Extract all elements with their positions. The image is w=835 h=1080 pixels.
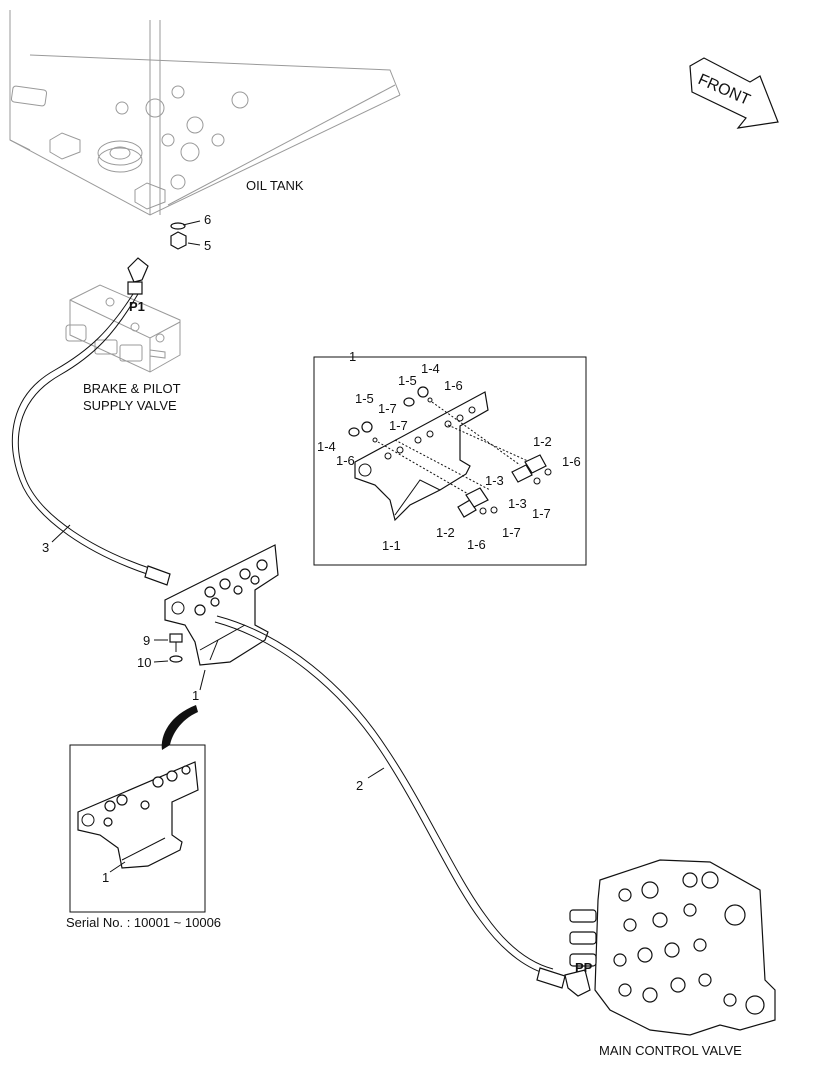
callout-1-6c: 1-6 [562,454,581,469]
callout-1-3b: 1-3 [508,496,527,511]
callout-1-7b: 1-7 [389,418,408,433]
bracket-detail [77,761,199,869]
drain-plug [170,220,201,250]
elbow-fitting-pp [564,969,591,997]
callout-1-3a: 1-3 [485,473,504,488]
callout-1-7d: 1-7 [502,525,521,540]
callout-6: 6 [204,212,211,227]
detail-box-serial [69,744,206,913]
callout-5: 5 [204,238,211,253]
callout-1-4b: 1-4 [317,439,336,454]
callout-1-6d: 1-6 [467,537,486,552]
callout-1-4a: 1-4 [421,361,440,376]
brake-pilot-supply-valve [65,284,181,373]
callout-1-5b: 1-5 [355,391,374,406]
hose-3 [11,293,171,586]
bracket-assembly [164,544,279,666]
callout-1-6a: 1-6 [444,378,463,393]
callout-2: 2 [356,778,363,793]
port-pp-label: PP [575,960,593,975]
main-control-valve-label: MAIN CONTROL VALVE [599,1043,742,1058]
oil-tank [9,10,401,216]
main-control-valve [569,859,776,1036]
exploded-fittings [348,386,552,518]
callout-1-main: 1 [192,688,199,703]
detail-box-exploded [313,356,587,566]
exploded-bracket [354,391,489,522]
elbow-fitting-p1 [127,257,149,295]
oil-tank-label: OIL TANK [246,178,304,193]
callout-1-2b: 1-2 [436,525,455,540]
hose-2 [214,615,566,989]
callout-1-7c: 1-7 [532,506,551,521]
callout-1-7a: 1-7 [378,401,397,416]
callout-1-detail: 1 [102,870,109,885]
callout-9: 9 [143,633,150,648]
detail-pointer-icon [161,705,198,750]
port-p1-label: P1 [129,299,145,314]
front-arrow-icon [689,57,779,129]
brake-valve-label-line2: SUPPLY VALVE [83,398,177,413]
callout-1-1: 1-1 [382,538,401,553]
callout-10: 10 [137,655,151,670]
callout-1-5a: 1-5 [398,373,417,388]
serial-number-label: Serial No. : 10001 ~ 10006 [66,915,221,930]
callout-1-box: 1 [349,349,356,364]
callout-1-2a: 1-2 [533,434,552,449]
bolt-and-washer [153,633,183,663]
callout-3: 3 [42,540,49,555]
callout-1-6b: 1-6 [336,453,355,468]
brake-valve-label-line1: BRAKE & PILOT [83,381,181,396]
